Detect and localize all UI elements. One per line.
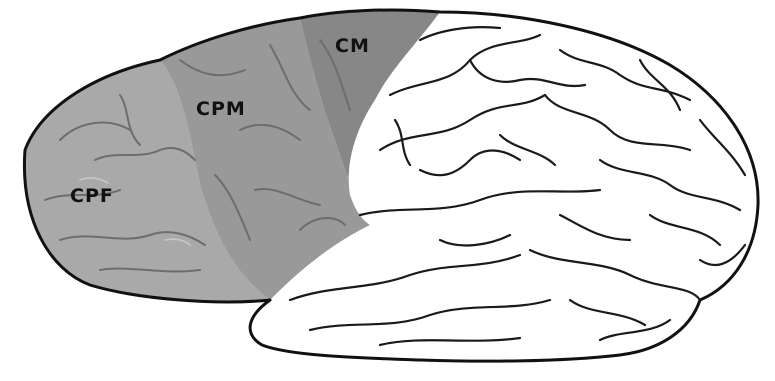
label-cpm: CPM [196, 98, 246, 120]
brain-hemisphere [24, 10, 758, 361]
label-cm: CM [335, 35, 370, 57]
label-cpf: CPF [70, 185, 114, 207]
